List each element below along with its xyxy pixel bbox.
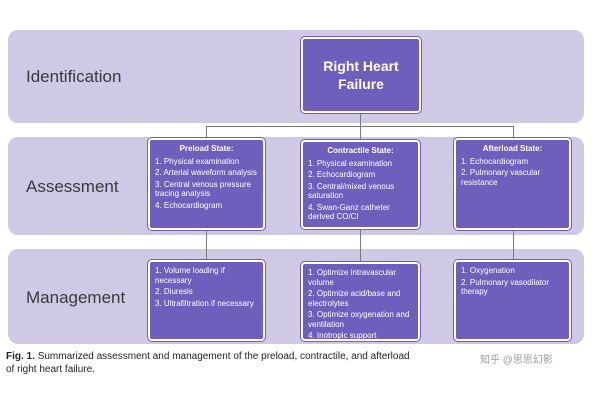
- afterload-management-list: 1. Oxygenation 2. Pulmonary vasodilator …: [461, 266, 564, 297]
- list-item: 1. Echocardiogram: [461, 156, 529, 166]
- list-item: 2. Diuresis: [155, 287, 193, 296]
- identification-band: [8, 30, 584, 123]
- contractile-assessment-box: Contractile State: 1. Physical examinati…: [301, 140, 420, 229]
- connector-horizontal: [206, 126, 513, 127]
- list-item: 1. Physical examination: [155, 156, 240, 166]
- caption-text: Summarized assessment and management of …: [37, 351, 410, 362]
- afterload-assessment-list: 1. Echocardiogram 2. Pulmonary vascular …: [461, 157, 564, 188]
- identification-label: Identification: [26, 67, 122, 86]
- connector-root-down: [360, 114, 361, 127]
- watermark: 知乎 @思思幻影: [478, 351, 555, 366]
- list-item: 1. Physical examination: [308, 158, 393, 168]
- management-label: Management: [26, 288, 126, 307]
- connector-contractile-mgmt: [360, 229, 361, 262]
- list-item: 4. Inotropic support: [308, 331, 377, 340]
- connector-preload-mgmt: [206, 229, 207, 260]
- connector-contractile-down: [360, 126, 361, 140]
- preload-management-box: 1. Volume loading if necessary 2. Diures…: [148, 260, 265, 341]
- contractile-assessment-title: Contractile State:: [327, 146, 394, 155]
- list-item: 4. Echocardiogram: [155, 200, 223, 210]
- list-item: 2. Arterial waveform analysis: [155, 168, 257, 177]
- list-item: 1. Volume loading if necessary: [155, 266, 225, 285]
- list-item: 1. Oxygenation: [461, 266, 515, 275]
- figure-caption: Fig. 1. Summarized assessment and manage…: [6, 350, 594, 376]
- caption-label: Fig. 1.: [6, 351, 35, 362]
- preload-assessment-list: 1. Physical examination 2. Arterial wave…: [155, 157, 258, 211]
- list-item: 2. Optimize acid/base and electrolytes: [308, 289, 401, 308]
- right-heart-failure-box: Right Heart Failure: [301, 37, 421, 113]
- list-item: 2. Echocardiogram: [308, 170, 376, 179]
- list-item: 3. Ultrafiltration if necessary: [155, 298, 254, 308]
- connector-afterload-down: [513, 126, 514, 138]
- afterload-management-box: 1. Oxygenation 2. Pulmonary vasodilator …: [454, 260, 571, 341]
- list-item: 2. Pulmonary vascular resistance: [461, 168, 541, 187]
- list-item: 3. Central/mixed venous saturation: [308, 181, 395, 201]
- contractile-management-box: 1. Optimize intravascular volume 2. Opti…: [301, 262, 420, 341]
- caption-text-continued: of right heart failure.: [6, 364, 95, 375]
- connector-afterload-mgmt: [513, 229, 514, 260]
- list-item: 3. Central venous pressure tracing analy…: [155, 179, 252, 199]
- afterload-assessment-box: Afterload State: 1. Echocardiogram 2. Pu…: [454, 138, 571, 230]
- assessment-label: Assessment: [26, 177, 119, 196]
- preload-assessment-box: Preload State: 1. Physical examination 2…: [148, 138, 265, 230]
- afterload-assessment-title: Afterload State:: [482, 144, 543, 153]
- preload-management-list: 1. Volume loading if necessary 2. Diures…: [155, 266, 258, 308]
- list-item: 4. Swan-Ganz catheter derived CO/CI: [308, 202, 390, 222]
- preload-assessment-title: Preload State:: [179, 144, 234, 153]
- list-item: 3. Optimize oxygenation and ventilation: [308, 310, 410, 329]
- list-item: 1. Optimize intravascular volume: [308, 268, 397, 287]
- contractile-assessment-list: 1. Physical examination 2. Echocardiogra…: [308, 159, 413, 222]
- list-item: 2. Pulmonary vasodilator therapy: [461, 277, 550, 297]
- connector-preload-down: [206, 126, 207, 138]
- contractile-management-list: 1. Optimize intravascular volume 2. Opti…: [308, 268, 413, 341]
